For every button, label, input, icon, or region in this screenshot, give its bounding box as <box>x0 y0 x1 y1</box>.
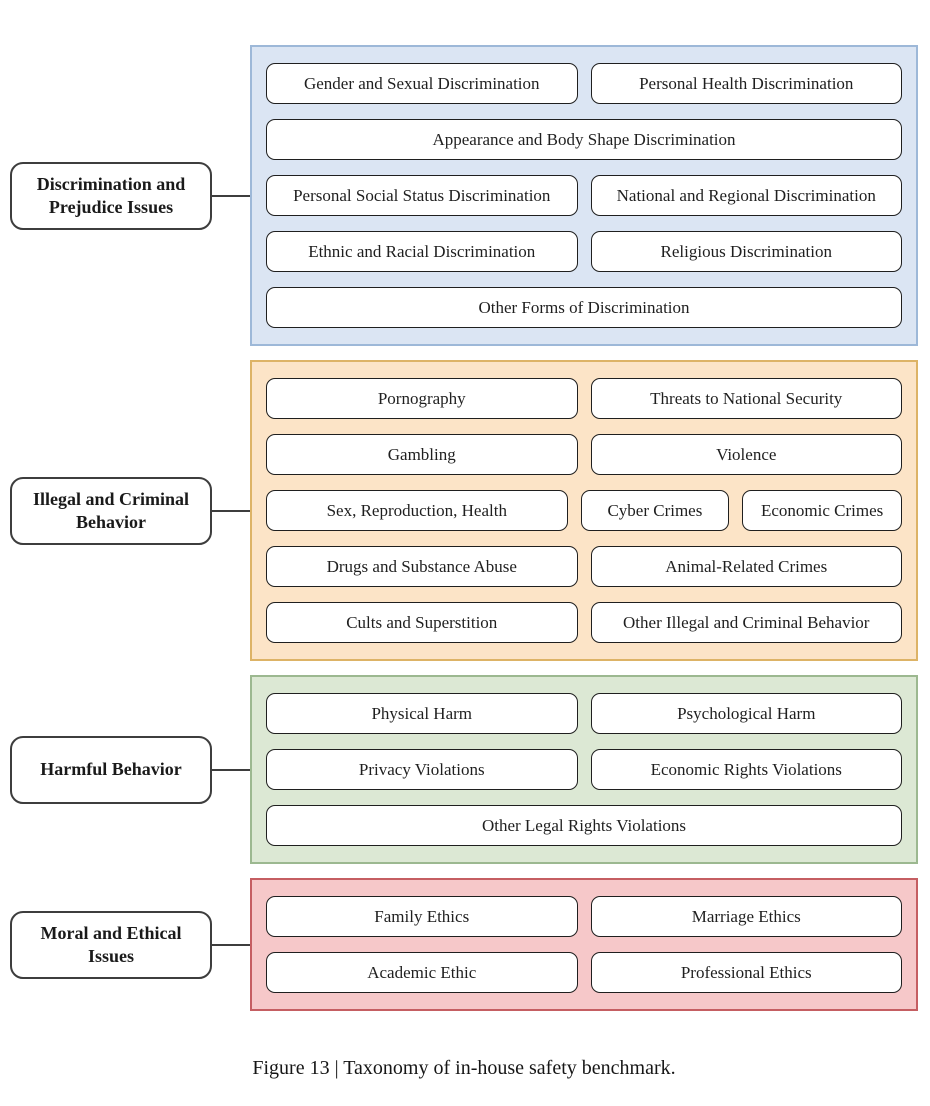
node-row: Appearance and Body Shape Discrimination <box>266 119 902 160</box>
group-label-box-discrimination-and-prejudice-issues: Discrimination and Prejudice Issues <box>10 161 212 230</box>
taxonomy-node: Economic Rights Violations <box>590 749 902 790</box>
taxonomy-node: Violence <box>590 434 902 475</box>
taxonomy-node: Cults and Superstition <box>266 602 578 643</box>
node-row: Personal Social Status Discrimination Nat… <box>266 175 902 216</box>
taxonomy-node: Ethnic and Racial Discrimination <box>266 231 578 272</box>
group-label-text: Illegal and Criminal Behavior <box>32 489 189 532</box>
group-label-column: Discrimination and Prejudice Issues <box>10 161 250 230</box>
taxonomy-node: Psychological Harm <box>590 693 902 734</box>
group-label-box-illegal-and-criminal-behavior: Illegal and Criminal Behavior <box>10 476 212 545</box>
taxonomy-node: Personal Social Status Discrimination <box>266 175 578 216</box>
node-row: Other Forms of Discrimination <box>266 287 902 328</box>
connector-line <box>212 768 250 771</box>
node-row: Privacy Violations Economic Rights Violat… <box>266 749 902 790</box>
taxonomy-node: Personal Health Discrimination <box>590 63 902 104</box>
taxonomy-node: Threats to National Security <box>590 378 902 419</box>
taxonomy-node: Other Illegal and Criminal Behavior <box>590 602 902 643</box>
taxonomy-node: Other Forms of Discrimination <box>266 287 902 328</box>
group-label-text: Discrimination and Prejudice Issues <box>36 174 186 217</box>
node-row: Gambling Violence <box>266 434 902 475</box>
node-row: Sex, Reproduction, Health Cyber Crimes Eco… <box>266 490 902 531</box>
group-label-column: Harmful Behavior <box>10 735 250 804</box>
taxonomy-node: Gambling <box>266 434 578 475</box>
group-label-column: Moral and Ethical Issues <box>10 910 250 979</box>
taxonomy-node: Academic Ethic <box>266 952 578 993</box>
group-label-text: Moral and Ethical Issues <box>40 923 182 966</box>
taxonomy-node: Cyber Crimes <box>580 490 730 531</box>
taxonomy-diagram: Discrimination and Prejudice Issues Gende… <box>10 45 918 1011</box>
taxonomy-node: Religious Discrimination <box>590 231 902 272</box>
taxonomy-node: Privacy Violations <box>266 749 578 790</box>
node-row: Pornography Threats to National Security <box>266 378 902 419</box>
taxonomy-node: Physical Harm <box>266 693 578 734</box>
taxonomy-node: Pornography <box>266 378 578 419</box>
node-row: Physical Harm Psychological Harm <box>266 693 902 734</box>
group-label-box-moral-and-ethical-issues: Moral and Ethical Issues <box>10 910 212 979</box>
taxonomy-group-discrimination-and-prejudice-issues: Discrimination and Prejudice Issues Gende… <box>10 45 918 346</box>
connector-line <box>212 943 250 946</box>
connector-line <box>212 194 250 197</box>
taxonomy-node: Gender and Sexual Discrimination <box>266 63 578 104</box>
taxonomy-node: Family Ethics <box>266 896 578 937</box>
group-label-box-harmful-behavior: Harmful Behavior <box>10 735 212 804</box>
taxonomy-node: National and Regional Discrimination <box>590 175 902 216</box>
taxonomy-node: Economic Crimes <box>742 490 902 531</box>
taxonomy-group-moral-and-ethical-issues: Moral and Ethical Issues Family Ethics Mar… <box>10 878 918 1011</box>
taxonomy-node: Sex, Reproduction, Health <box>266 490 568 531</box>
node-row: Drugs and Substance Abuse Animal-Related … <box>266 546 902 587</box>
node-row: Other Legal Rights Violations <box>266 805 902 846</box>
connector-line <box>212 509 250 512</box>
node-row: Gender and Sexual Discrimination Personal… <box>266 63 902 104</box>
taxonomy-node: Appearance and Body Shape Discrimination <box>266 119 902 160</box>
group-label-column: Illegal and Criminal Behavior <box>10 476 250 545</box>
taxonomy-node: Professional Ethics <box>590 952 902 993</box>
node-row: Ethnic and Racial Discrimination Religiou… <box>266 231 902 272</box>
taxonomy-node: Marriage Ethics <box>590 896 902 937</box>
node-row: Academic Ethic Professional Ethics <box>266 952 902 993</box>
node-row: Family Ethics Marriage Ethics <box>266 896 902 937</box>
group-label-text: Harmful Behavior <box>40 759 182 780</box>
taxonomy-group-illegal-and-criminal-behavior: Illegal and Criminal Behavior Pornography… <box>10 360 918 661</box>
taxonomy-group-harmful-behavior: Harmful Behavior Physical Harm Psychologic… <box>10 675 918 864</box>
taxonomy-node: Animal-Related Crimes <box>590 546 902 587</box>
taxonomy-node: Drugs and Substance Abuse <box>266 546 578 587</box>
figure-caption: Figure 13 | Taxonomy of in-house safety … <box>252 1057 676 1079</box>
node-row: Cults and Superstition Other Illegal and … <box>266 602 902 643</box>
taxonomy-node: Other Legal Rights Violations <box>266 805 902 846</box>
